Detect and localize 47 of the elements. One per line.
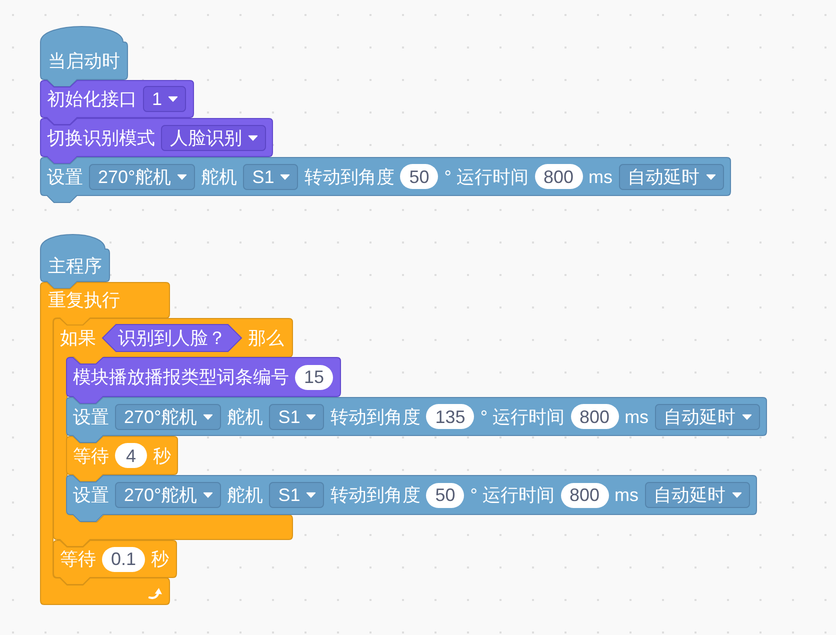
block-label: ms: [614, 486, 639, 504]
block-label: 转动到角度: [330, 486, 420, 504]
block-label: 如果: [60, 328, 96, 346]
block-label: 初始化接口: [47, 90, 137, 108]
block-label: 舵机: [227, 408, 264, 426]
number-input: 800: [570, 404, 619, 429]
block-label: ms: [588, 168, 613, 186]
command-block: [66, 475, 757, 522]
dropdown: 自动延时: [654, 404, 760, 430]
block-label: 等待: [60, 550, 96, 568]
hat-block: [40, 26, 128, 87]
dropdown: 270°舵机: [115, 404, 222, 430]
block-label: ° 运行时间: [470, 486, 554, 504]
number-input: 135: [426, 404, 474, 429]
dropdown: 人脸识别: [161, 124, 266, 150]
block-label: 那么: [248, 328, 284, 346]
block-label: 切换识别模式: [47, 128, 155, 146]
block-label: 当启动时: [48, 52, 120, 70]
dropdown: 自动延时: [618, 164, 724, 190]
block-label: 舵机: [201, 168, 238, 186]
block-label: 主程序: [48, 256, 102, 274]
dropdown: S1: [269, 404, 324, 430]
block-label: ms: [624, 408, 649, 426]
block-label: 设置: [73, 486, 109, 504]
block-label: 模块播放播报类型词条编号: [73, 368, 289, 386]
dropdown: 1: [143, 86, 186, 112]
command-block: [53, 540, 177, 585]
block-label: 设置: [47, 168, 83, 186]
dropdown: S1: [243, 164, 298, 190]
command-block: [66, 397, 767, 443]
block-label: 秒: [153, 446, 171, 464]
dropdown: 270°舵机: [115, 482, 222, 508]
block-label: 重复执行: [48, 291, 120, 309]
number-input: 800: [534, 164, 583, 189]
dropdown: 270°舵机: [89, 164, 196, 190]
command-block: [40, 157, 731, 203]
block-label: 等待: [73, 446, 109, 464]
block-label: ° 运行时间: [444, 168, 528, 186]
block-label: 转动到角度: [304, 168, 394, 186]
block-label: 舵机: [227, 486, 264, 504]
block-label: 设置: [73, 408, 109, 426]
block-label: 转动到角度: [330, 408, 420, 426]
dropdown: S1: [269, 482, 324, 508]
dropdown: 自动延时: [644, 482, 750, 508]
block-label: ° 运行时间: [480, 408, 565, 426]
condition-block: 识别到人脸？: [102, 324, 242, 352]
block-label: 秒: [151, 550, 170, 568]
